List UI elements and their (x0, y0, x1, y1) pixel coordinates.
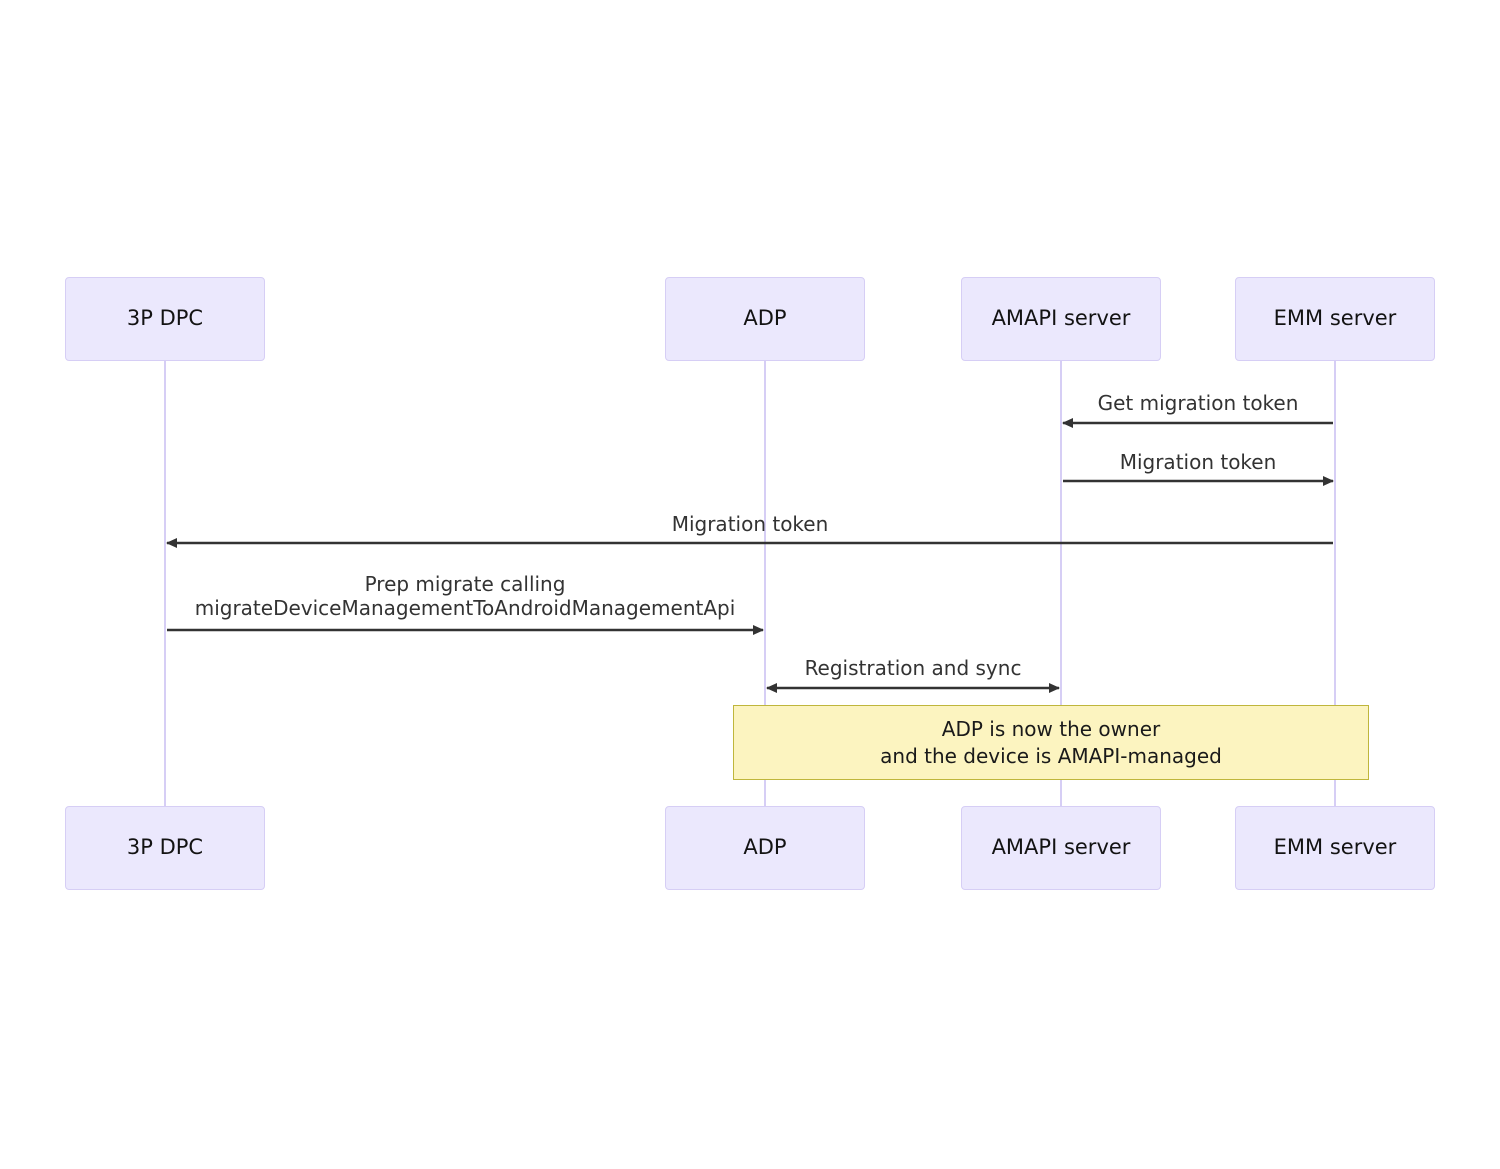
actor-label-amapi-top: AMAPI server (991, 306, 1131, 331)
actor-label-dpc-bottom: 3P DPC (126, 835, 204, 860)
note-box-n1: ADP is now the owner and the device is A… (733, 705, 1369, 780)
note-text-n1: ADP is now the owner and the device is A… (880, 717, 1222, 768)
actor-box-dpc-bottom[interactable]: 3P DPC (65, 806, 265, 890)
actor-box-amapi-top[interactable]: AMAPI server (961, 277, 1161, 361)
message-label-m3: Migration token (671, 512, 829, 536)
message-label-m5: Registration and sync (804, 656, 1022, 680)
message-label-m2: Migration token (1119, 450, 1277, 474)
actor-label-amapi-bottom: AMAPI server (991, 835, 1131, 860)
actor-box-amapi-bottom[interactable]: AMAPI server (961, 806, 1161, 890)
message-label-m1: Get migration token (1097, 391, 1299, 415)
actor-box-emm-bottom[interactable]: EMM server (1235, 806, 1435, 890)
actor-label-dpc-top: 3P DPC (126, 306, 204, 331)
actor-box-emm-top[interactable]: EMM server (1235, 277, 1435, 361)
actor-box-adp-bottom[interactable]: ADP (665, 806, 865, 890)
actor-box-dpc-top[interactable]: 3P DPC (65, 277, 265, 361)
actor-label-adp-top: ADP (743, 306, 787, 331)
message-label-m4: Prep migrate calling migrateDeviceManage… (194, 572, 736, 621)
actor-label-emm-top: EMM server (1273, 306, 1397, 331)
message-arrows-group (166, 418, 1334, 693)
actor-label-adp-bottom: ADP (743, 835, 787, 860)
actor-box-adp-top[interactable]: ADP (665, 277, 865, 361)
actor-label-emm-bottom: EMM server (1273, 835, 1397, 860)
